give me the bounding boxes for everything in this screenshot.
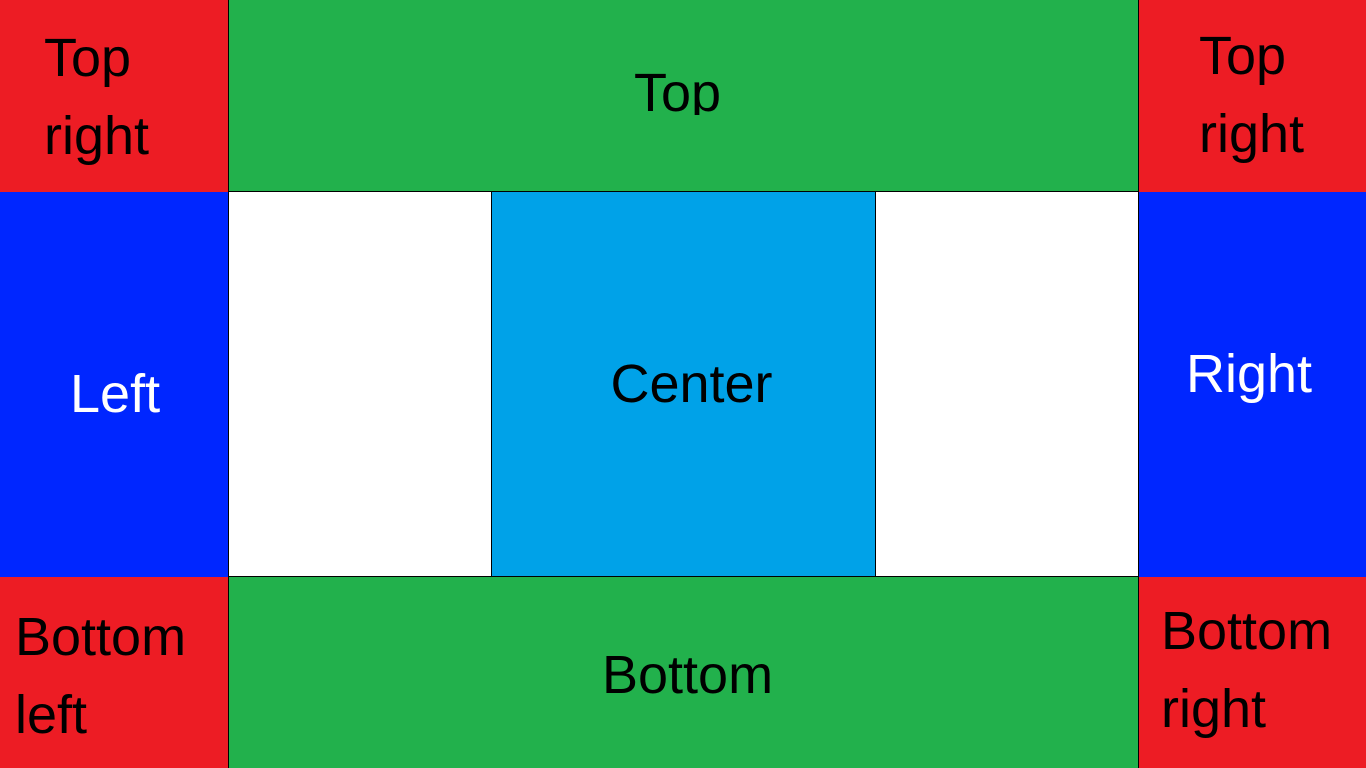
- bottom-right-label-line2: right: [1161, 679, 1267, 739]
- right-region: Right: [1139, 192, 1366, 577]
- right-label: Right: [1186, 344, 1313, 404]
- center-label: Center: [610, 354, 773, 414]
- bottom-left-label-line1: Bottom: [15, 607, 187, 667]
- top-region: Top: [228, 0, 1139, 192]
- bottom-right-label-line1: Bottom: [1161, 601, 1333, 661]
- top-left-label-line1: Top: [44, 28, 132, 88]
- top-right-region: Top right: [1139, 0, 1366, 192]
- top-left-label-line2: right: [44, 106, 150, 166]
- bottom-left-region: Bottom left: [0, 577, 228, 768]
- top-label: Top: [634, 63, 722, 115]
- top-left-region: Top right: [0, 0, 228, 192]
- left-region: Left: [0, 192, 228, 577]
- top-right-label-line2: right: [1199, 104, 1305, 164]
- bottom-left-label-line2: left: [15, 685, 88, 735]
- bottom-region: Bottom: [228, 576, 1139, 768]
- top-right-label-line1: Top: [1199, 26, 1287, 86]
- blank-left-region: [228, 192, 491, 577]
- left-label: Left: [70, 364, 161, 424]
- bottom-right-region: Bottom right: [1139, 577, 1366, 768]
- bottom-label: Bottom: [602, 645, 774, 705]
- center-region: Center: [491, 192, 876, 577]
- blank-right-region: [876, 192, 1139, 577]
